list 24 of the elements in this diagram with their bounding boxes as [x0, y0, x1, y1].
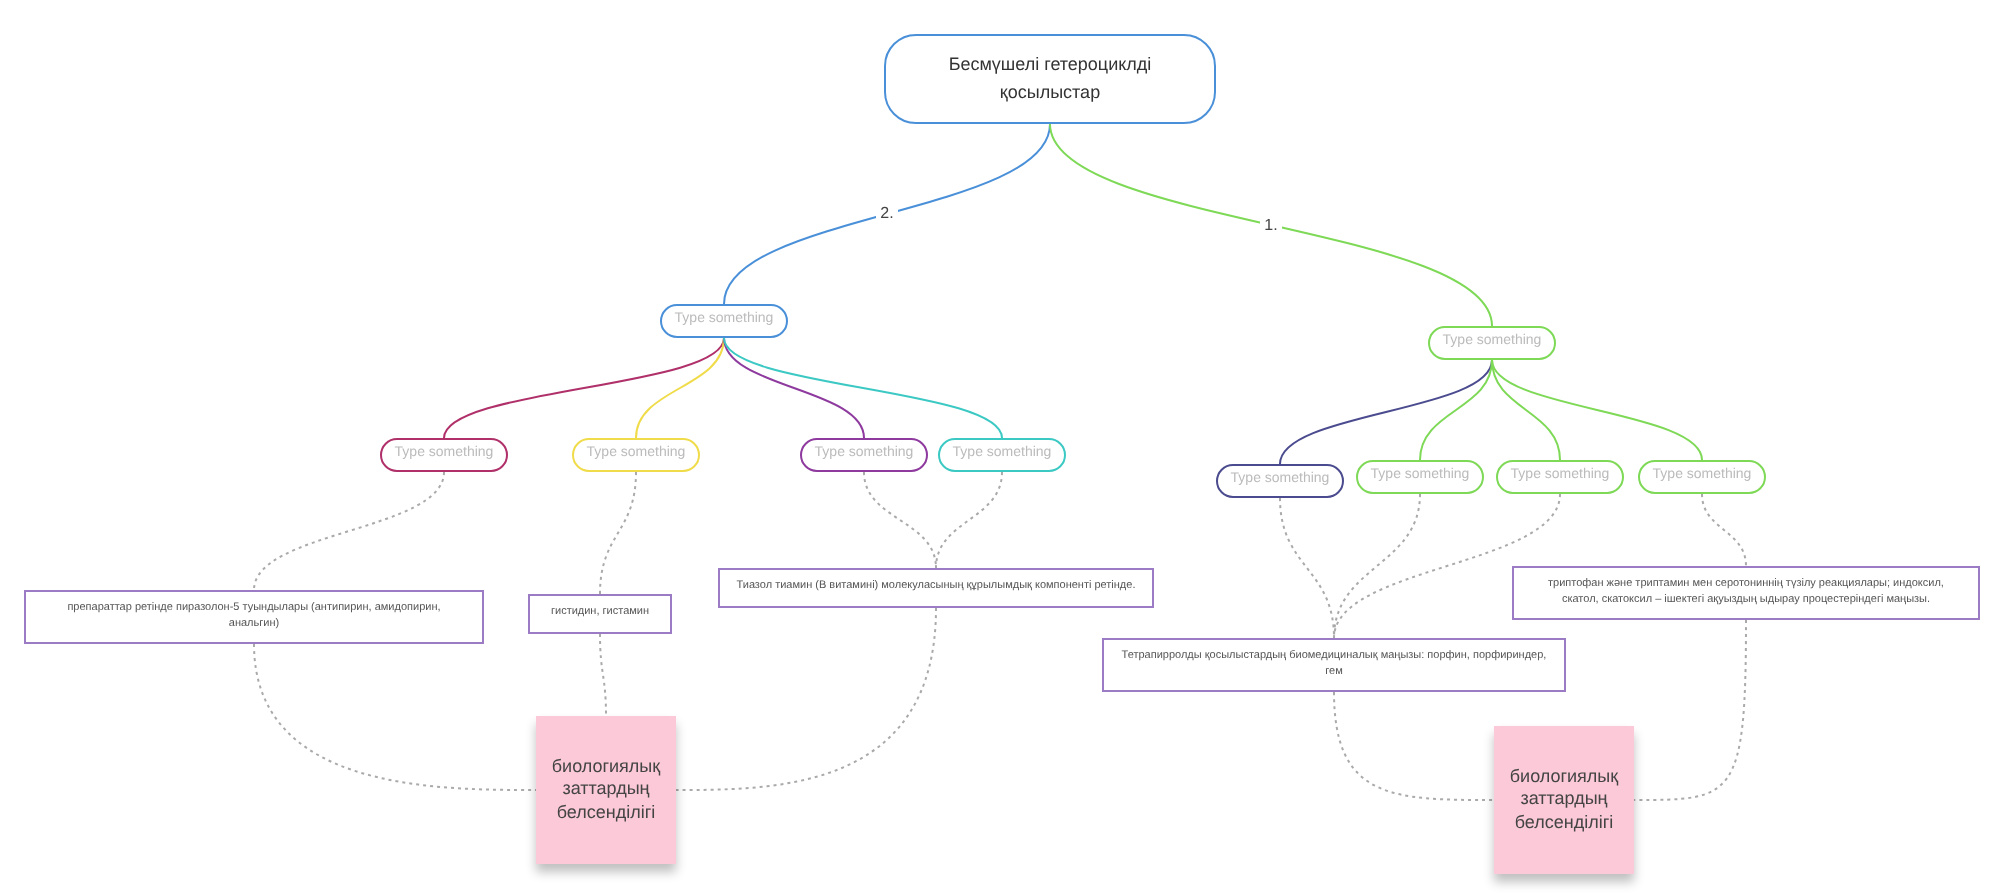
dotted-connector — [1333, 493, 1421, 639]
dotted-connector — [675, 607, 937, 791]
dotted-connector — [935, 471, 1003, 569]
dotted-connector — [1633, 619, 1747, 801]
dotted-connector — [1701, 493, 1747, 567]
branch-line — [443, 337, 725, 439]
branch-line — [723, 337, 865, 439]
dotted-connector — [599, 633, 607, 717]
sticky-note: биологиялық заттардың белсенділігі — [536, 716, 676, 864]
dotted-connector — [253, 643, 537, 791]
dotted-connector — [1333, 493, 1561, 639]
sticky-note: биологиялық заттардың белсенділігі — [1494, 726, 1634, 874]
branch-line — [1279, 359, 1493, 465]
dotted-connector — [863, 471, 937, 569]
dotted-connector — [253, 471, 445, 591]
branch-line — [723, 123, 1051, 305]
dotted-connector — [1333, 691, 1495, 801]
dotted-connector — [599, 471, 637, 595]
branch-line — [1491, 359, 1561, 461]
branch-line — [723, 337, 1003, 439]
title-box: Бесмүшелі гетероциклді қосылыстар — [884, 34, 1216, 124]
branch-line — [1491, 359, 1703, 461]
branch-line — [1049, 123, 1493, 327]
branch-line — [635, 337, 725, 439]
